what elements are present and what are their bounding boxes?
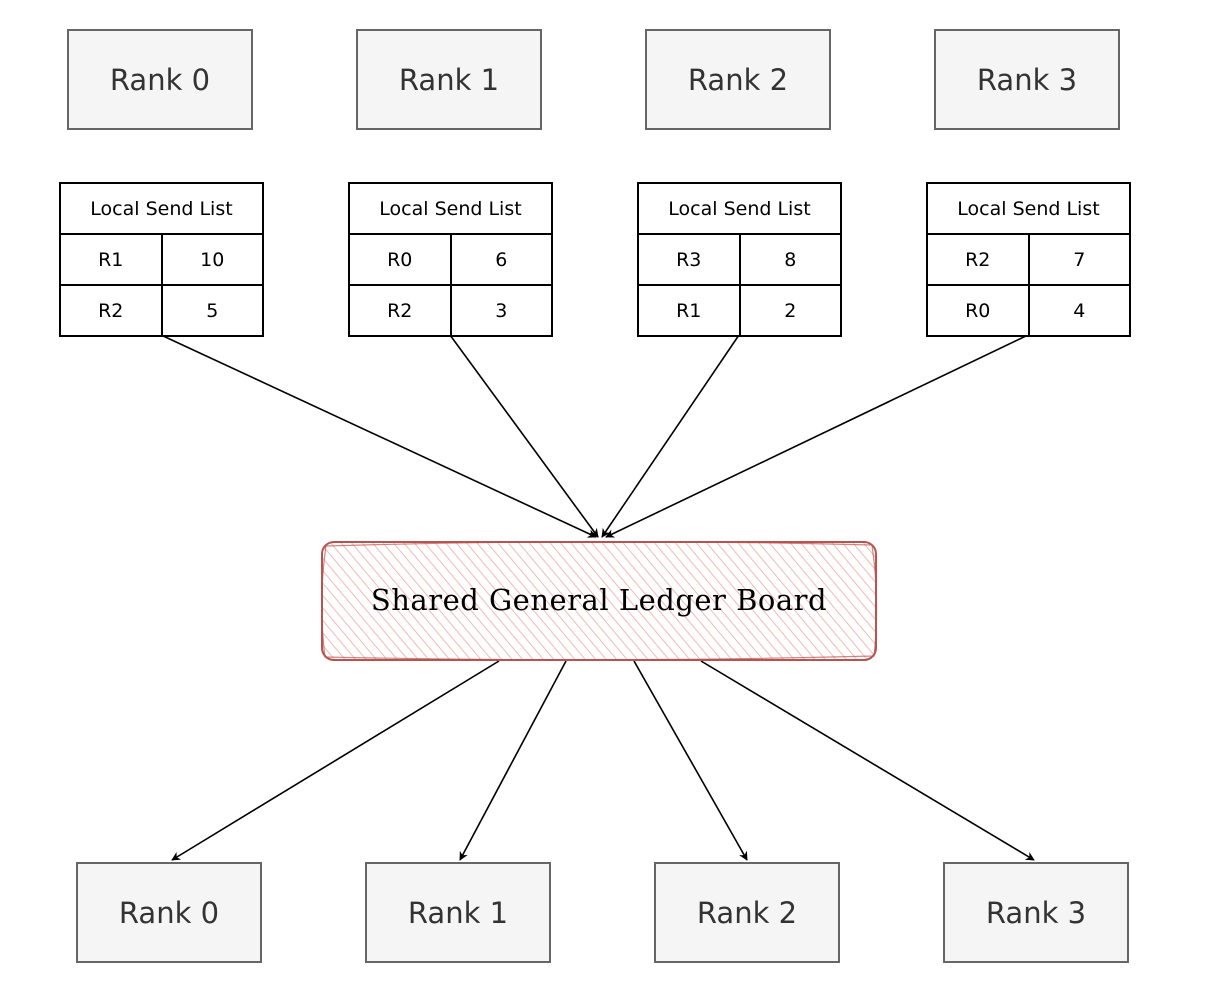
send-list-count: 3: [449, 284, 553, 337]
send-list-count: 2: [738, 284, 842, 337]
arrow-list2-to-ledger: [601, 334, 740, 538]
arrow-list3-to-ledger: [605, 334, 1029, 538]
arrow-ledger-to-rank3: [700, 660, 1035, 861]
top-rank-3: Rank 3: [934, 29, 1120, 130]
arrow-ledger-to-rank2: [633, 660, 748, 861]
send-list-title: Local Send List: [637, 182, 842, 235]
send-list-count: 7: [1027, 233, 1131, 286]
send-list-count: 5: [160, 284, 264, 337]
bottom-rank-0: Rank 0: [76, 862, 262, 963]
ledger-shape: [321, 541, 878, 661]
rank-label: Rank 3: [985, 895, 1087, 930]
bottom-rank-2: Rank 2: [654, 862, 840, 963]
send-list-target: R1: [59, 233, 163, 286]
send-list-target: R2: [926, 233, 1030, 286]
bottom-rank-1: Rank 1: [365, 862, 551, 963]
top-rank-1: Rank 1: [356, 29, 542, 130]
shared-ledger-board: Shared General Ledger Board: [322, 540, 876, 660]
send-list-target: R3: [637, 233, 741, 286]
arrow-list1-to-ledger: [449, 334, 599, 538]
send-list-target: R1: [637, 284, 741, 337]
send-list-count: 8: [738, 233, 842, 286]
top-rank-0: Rank 0: [67, 29, 253, 130]
send-list-title: Local Send List: [926, 182, 1131, 235]
send-list-target: R0: [348, 233, 452, 286]
ledger-label: Shared General Ledger Board: [370, 583, 828, 617]
top-rank-2: Rank 2: [645, 29, 831, 130]
send-list-target: R0: [926, 284, 1030, 337]
send-list-count: 6: [449, 233, 553, 286]
send-list-count: 4: [1027, 284, 1131, 337]
arrow-ledger-to-rank0: [171, 660, 500, 861]
rank-label: Rank 1: [407, 895, 509, 930]
rank-label: Rank 3: [976, 62, 1078, 97]
rank-label: Rank 0: [118, 895, 220, 930]
rank-label: Rank 0: [109, 62, 211, 97]
send-list-title: Local Send List: [348, 182, 553, 235]
arrow-list0-to-ledger: [160, 334, 597, 538]
arrow-ledger-to-rank1: [459, 660, 567, 861]
rank-label: Rank 2: [696, 895, 798, 930]
send-list-count: 10: [160, 233, 264, 286]
send-list-title: Local Send List: [59, 182, 264, 235]
send-list-target: R2: [348, 284, 452, 337]
send-list-target: R2: [59, 284, 163, 337]
bottom-rank-3: Rank 3: [943, 862, 1129, 963]
rank-label: Rank 2: [687, 62, 789, 97]
rank-label: Rank 1: [398, 62, 500, 97]
